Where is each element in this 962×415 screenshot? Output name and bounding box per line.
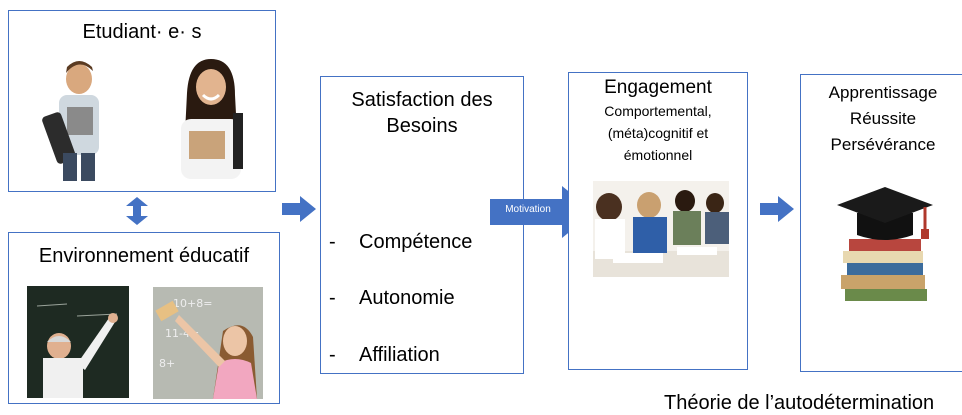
needs-title-line1: Satisfaction des — [351, 89, 493, 111]
outcome-success: Réussite — [849, 109, 917, 128]
outcome-learning: Apprentissage — [828, 83, 938, 102]
female-student-photo — [159, 53, 259, 179]
teacher-at-board-photo — [27, 286, 129, 398]
engagement-sub-line1: Comportemental, — [604, 103, 712, 119]
motivation-label: Motivation — [505, 204, 551, 215]
svg-text:8+: 8+ — [159, 357, 175, 370]
graduation-cap-books-icon — [833, 179, 937, 303]
bidirectional-arrow-icon — [122, 196, 152, 226]
need-competence: Compétence — [359, 231, 473, 253]
engagement-box: Engagement Comportemental, (méta)cogniti… — [568, 72, 748, 370]
caption: Théorie de l’autodétermination — [664, 392, 935, 414]
list-bullet: - — [329, 344, 336, 366]
environment-box: Environnement éducatif 10+8= 11-4= 8+ — [8, 232, 280, 404]
need-item: - Affiliation — [329, 344, 440, 367]
arrow-to-outcomes-icon — [760, 196, 794, 222]
engagement-sub-line3: émotionnel — [623, 147, 693, 163]
need-autonomy: Autonomie — [359, 287, 455, 309]
need-affiliation: Affiliation — [359, 344, 440, 366]
needs-title-line2: Besoins — [386, 115, 458, 137]
outcome-perseverance: Persévérance — [830, 135, 936, 154]
arrow-to-needs-icon — [282, 196, 316, 222]
students-writing-photo — [593, 181, 729, 277]
svg-text:10+8=: 10+8= — [173, 297, 212, 310]
list-bullet: - — [329, 287, 336, 309]
engagement-sub-line2: (méta)cognitif et — [607, 125, 709, 141]
female-teacher-photo: 10+8= 11-4= 8+ — [153, 287, 263, 399]
list-bullet: - — [329, 231, 336, 253]
engagement-title: Engagement — [604, 77, 712, 98]
need-item: - Autonomie — [329, 287, 455, 310]
students-box: Etudiant· e· s — [8, 10, 276, 192]
male-student-photo — [37, 55, 119, 181]
environment-title: Environnement éducatif — [38, 245, 250, 267]
need-item: - Compétence — [329, 231, 472, 254]
outcomes-box: Apprentissage Réussite Persévérance — [800, 74, 962, 372]
students-title: Etudiant· e· s — [82, 21, 202, 43]
